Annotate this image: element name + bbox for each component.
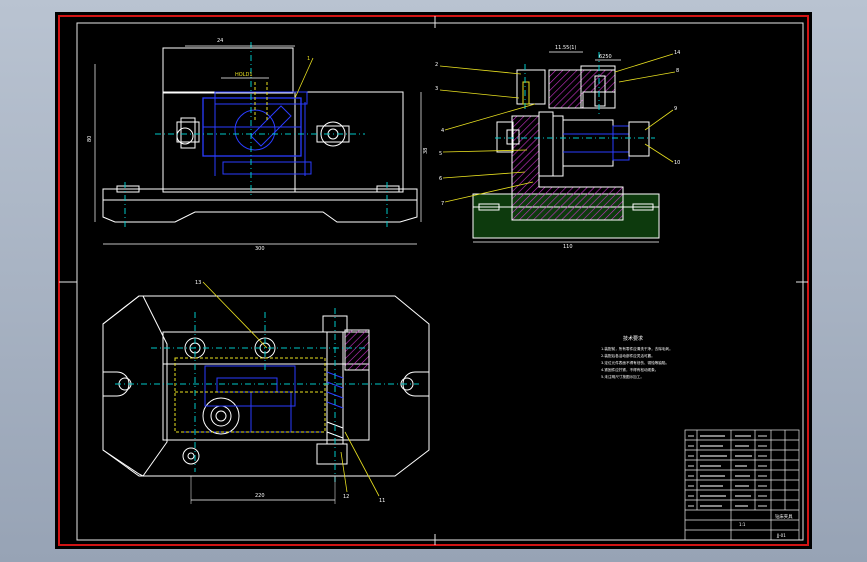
balloon-side-5: 6 bbox=[439, 176, 442, 182]
balloon-side-8: 8 bbox=[676, 68, 679, 74]
balloon-side-3: 4 bbox=[441, 128, 444, 134]
plan-view bbox=[102, 281, 430, 504]
technical-notes: 技术要求 1.装配前，所有零件应清洗干净，去除毛刺。 2.装配后各活动部件应灵活… bbox=[601, 335, 673, 379]
balloon-side-4: 5 bbox=[439, 151, 442, 157]
notes-line-1: 1.装配前，所有零件应清洗干净，去除毛刺。 bbox=[601, 346, 673, 351]
notes-line-2: 2.装配后各活动部件应灵活可靠。 bbox=[601, 353, 655, 358]
balloon-front-1: 1 bbox=[307, 56, 310, 62]
dim-side-width: 110 bbox=[563, 244, 573, 250]
balloon-side-1: 2 bbox=[435, 62, 438, 68]
dim-plan-width: 220 bbox=[255, 493, 265, 499]
drawing-name: 钻床夹具 bbox=[775, 513, 793, 520]
balloon-side-6: 7 bbox=[441, 201, 444, 207]
title-block bbox=[684, 429, 800, 541]
dim-front-slot: HOLD1 bbox=[235, 72, 253, 78]
dim-front-height-right: 38 bbox=[423, 148, 429, 154]
title-block-text: 钻床夹具 JJ-01 1:1 bbox=[739, 513, 793, 538]
front-view-labels: 24 HOLD1 300 80 38 1 bbox=[87, 38, 429, 252]
balloon-plan-11: 11 bbox=[379, 498, 385, 504]
dim-front-height-left: 80 bbox=[87, 136, 93, 142]
dim-side-top: 11.55(1) bbox=[555, 45, 576, 51]
side-view bbox=[439, 51, 676, 243]
notes-title: 技术要求 bbox=[623, 335, 643, 342]
drawing-number: JJ-01 bbox=[776, 533, 786, 538]
balloon-side-9: 9 bbox=[674, 106, 677, 112]
balloon-side-2: 3 bbox=[435, 86, 438, 92]
notes-line-3: 3.定位元件表面不得有划伤、锈蚀等缺陷。 bbox=[601, 360, 669, 365]
dim-front-width: 300 bbox=[255, 246, 265, 252]
drawing-canvas: 24 HOLD1 300 80 38 1 bbox=[58, 15, 809, 546]
side-view-labels: 11.55(1) 6250 110 2 3 4 5 6 7 14 8 9 10 bbox=[435, 45, 680, 250]
plan-view-labels: 13 12 11 220 bbox=[195, 280, 385, 504]
outer-border bbox=[58, 15, 809, 546]
dim-side-right: 6250 bbox=[599, 54, 612, 60]
notes-line-5: 5.未注明尺寸按图示加工。 bbox=[601, 374, 644, 379]
balloon-plan-12: 12 bbox=[343, 494, 349, 500]
dim-front-top: 24 bbox=[217, 38, 223, 44]
notes-line-4: 4.紧固件应拧紧，不得有松动现象。 bbox=[601, 367, 658, 372]
drawing-sheet: 24 HOLD1 300 80 38 1 bbox=[55, 12, 812, 549]
drawing-scale: 1:1 bbox=[739, 522, 746, 527]
balloon-plan-13: 13 bbox=[195, 280, 201, 286]
balloon-side-10: 10 bbox=[674, 160, 680, 166]
front-view bbox=[94, 42, 422, 245]
balloon-side-7: 14 bbox=[674, 50, 680, 56]
